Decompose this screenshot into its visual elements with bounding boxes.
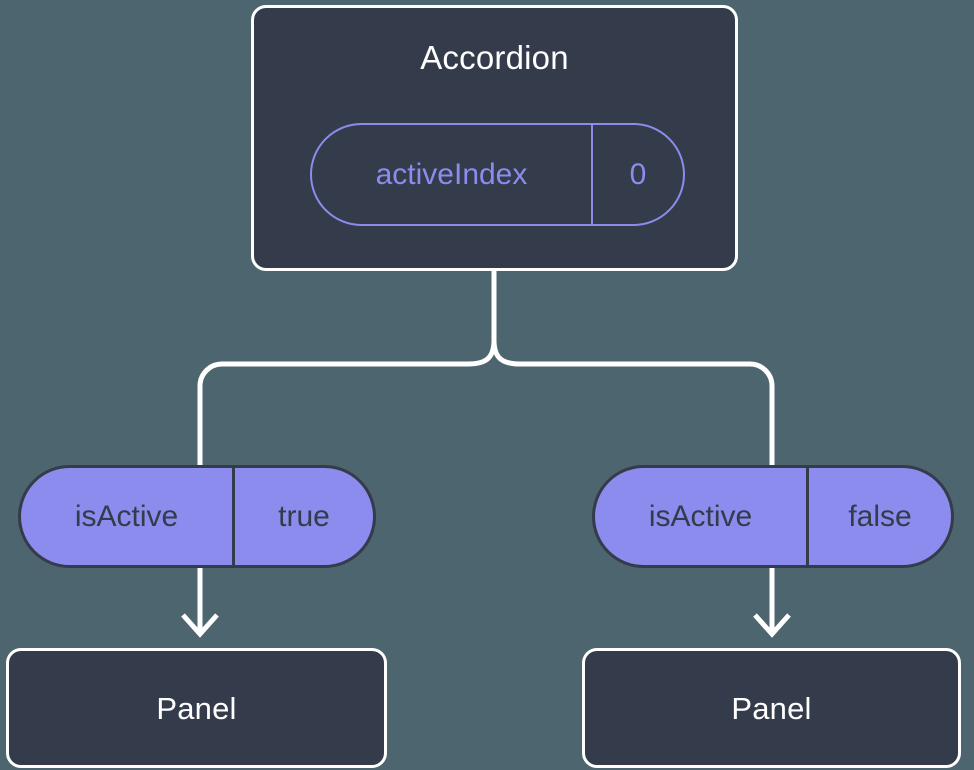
prop-pill-left-value: true [278,499,330,533]
accordion-node[interactable]: Accordion activeIndex 0 [251,5,738,271]
prop-pill-left-key: isActive [21,468,235,565]
prop-pill-right-key: isActive [595,468,809,565]
arrowhead-left [181,613,219,638]
prop-pill-left[interactable]: isActive true [18,465,376,568]
state-badge-key: activeIndex [312,125,593,224]
state-badge-active-index[interactable]: activeIndex 0 [310,123,685,226]
prop-pill-right-value: false [848,499,912,533]
connector-tee-left [222,339,497,367]
connector-elbow-left [197,361,223,468]
connector-elbow-right [749,361,775,468]
connector-tee-right [491,339,750,367]
accordion-title: Accordion [420,39,569,76]
prop-pill-right[interactable]: isActive false [592,465,954,568]
arrowhead-right [753,613,791,638]
panel-node-right[interactable]: Panel [582,648,961,768]
panel-node-left[interactable]: Panel [6,648,387,768]
panel-node-right-title: Panel [731,690,812,726]
panel-node-left-title: Panel [156,690,237,726]
state-badge-value: 0 [629,157,647,191]
